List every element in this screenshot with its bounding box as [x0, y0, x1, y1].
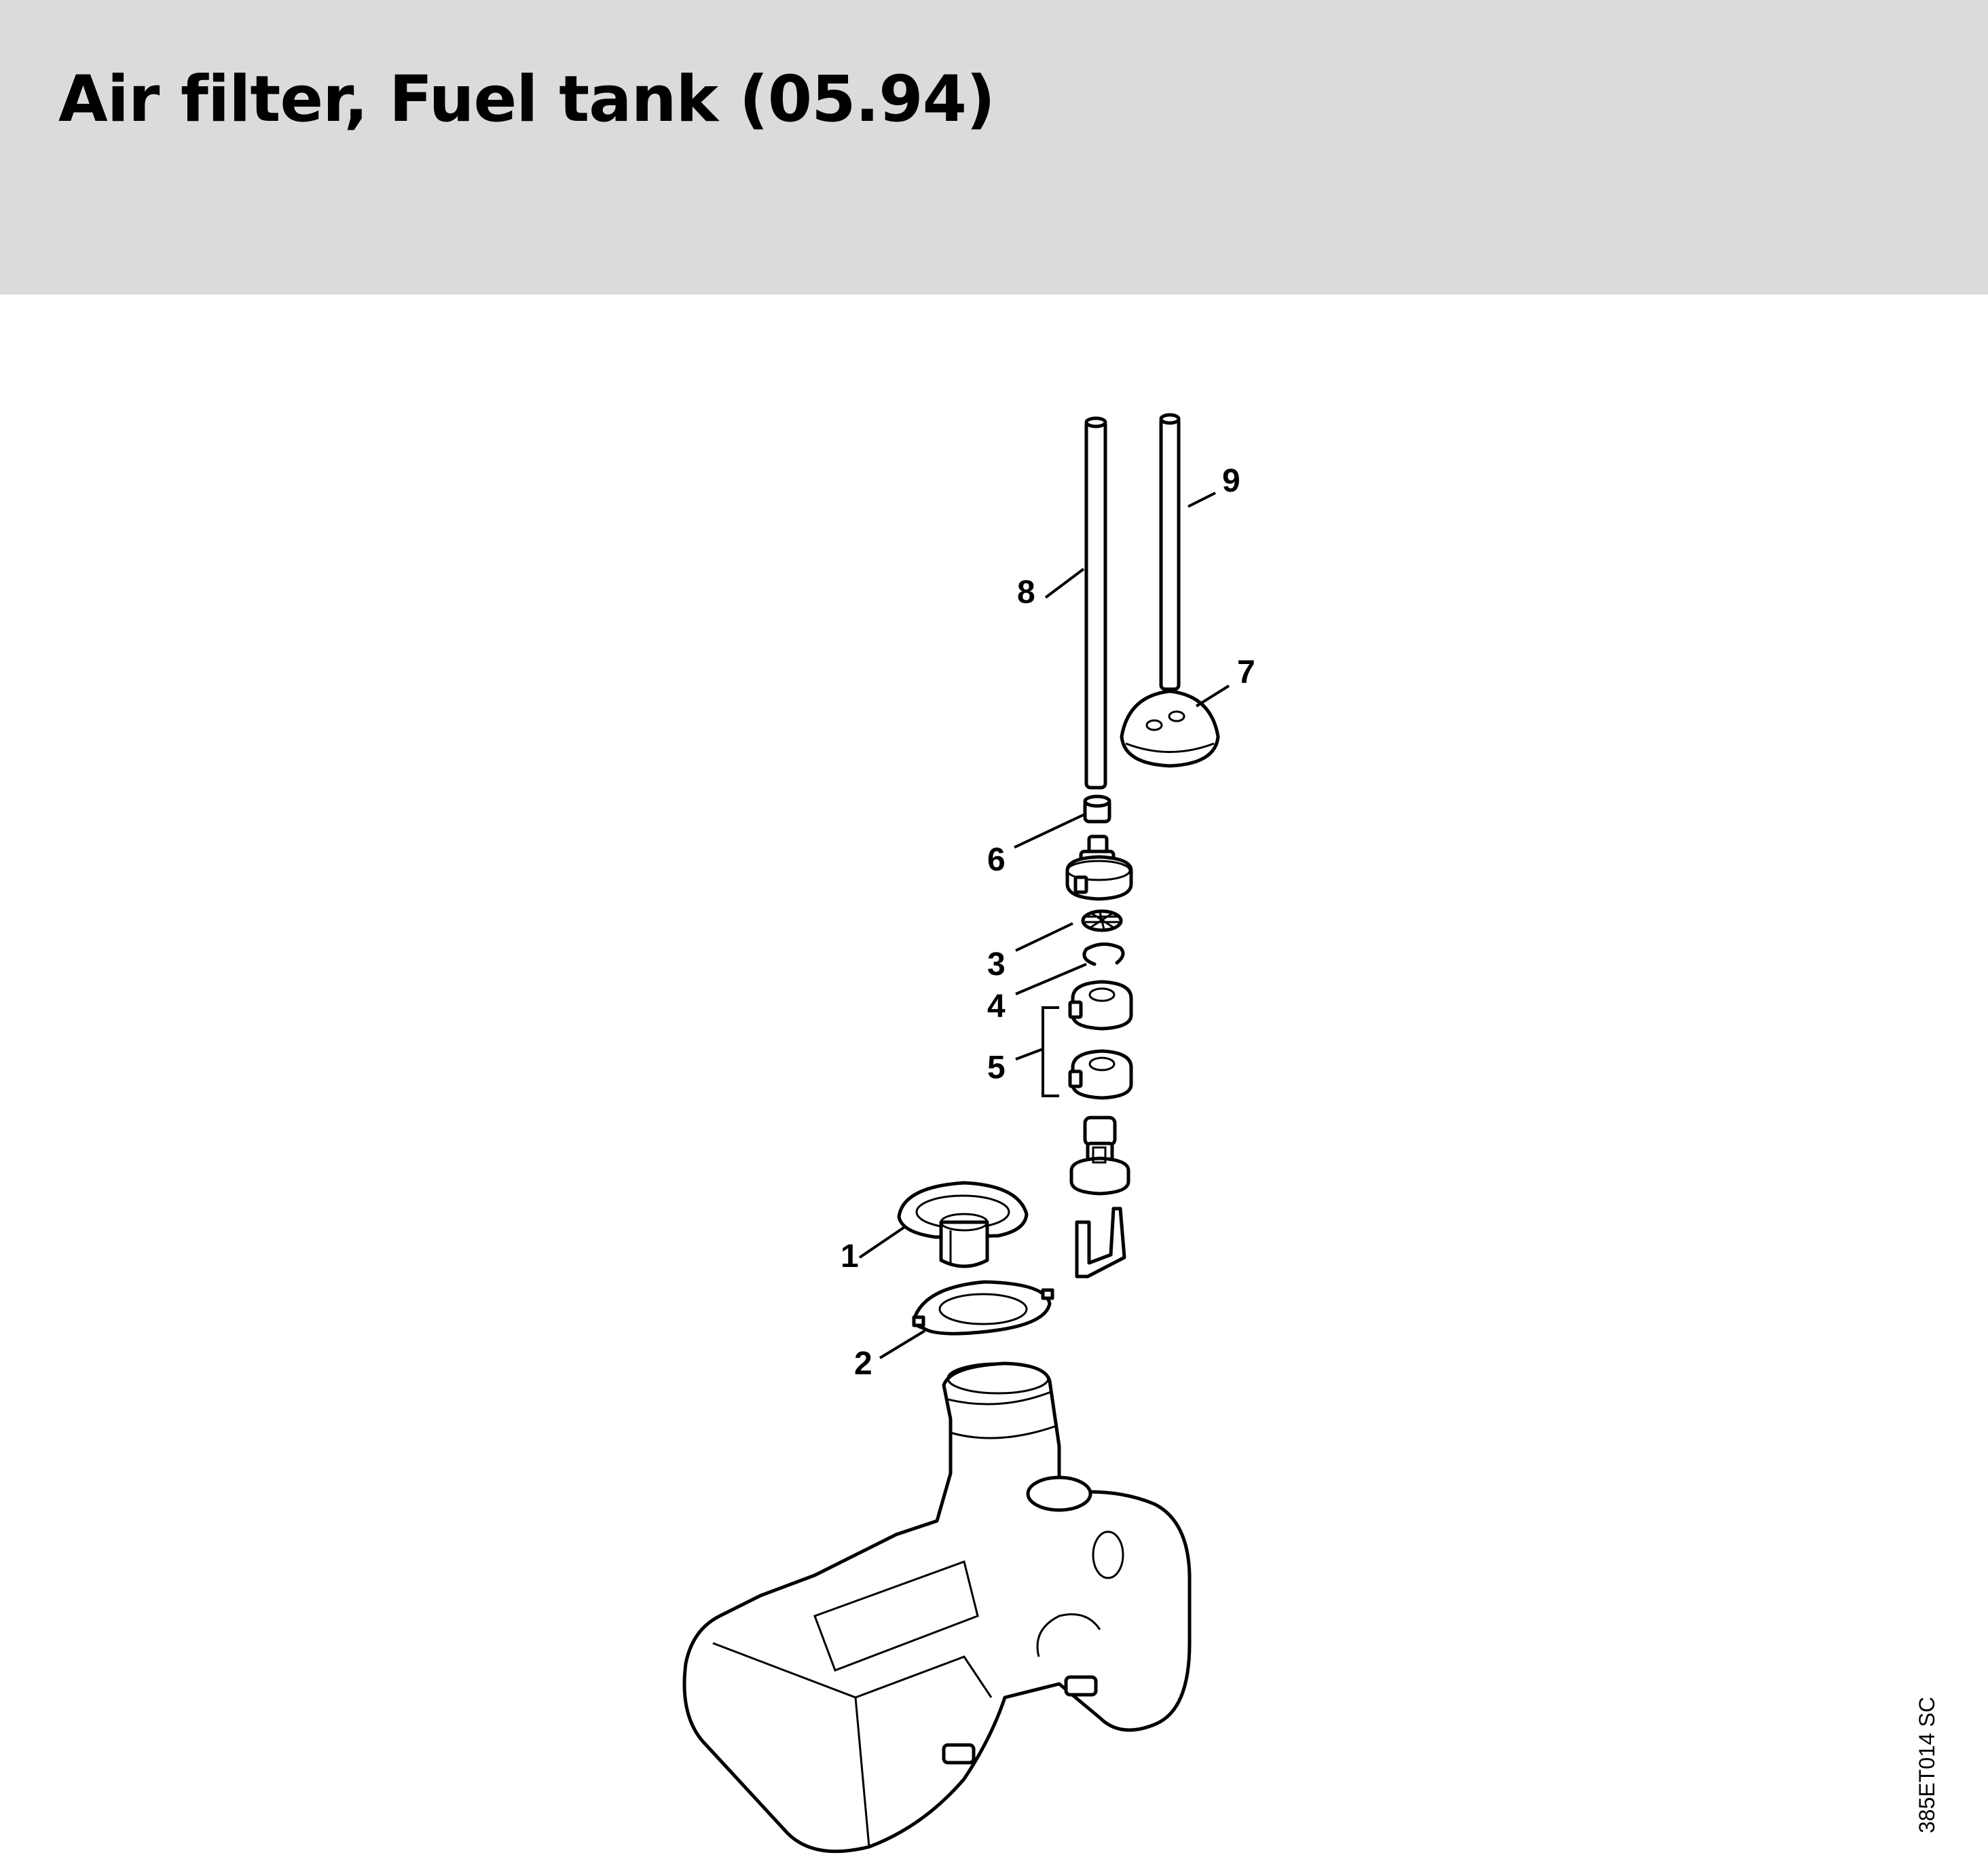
- part-8-hose[interactable]: [1084, 416, 1107, 790]
- callout-5: 5: [987, 1050, 1006, 1086]
- callout-6: 6: [987, 842, 1006, 878]
- callout-8: 8: [1017, 574, 1035, 610]
- pickup-sleeve[interactable]: [1083, 794, 1111, 824]
- valve-body[interactable]: [1069, 1116, 1130, 1196]
- part-5-weight-lower[interactable]: [1068, 1049, 1133, 1100]
- callout-3: 3: [987, 947, 1006, 982]
- callout-4: 4: [987, 989, 1006, 1025]
- page-title: Air filter, Fuel tank (05.94): [58, 62, 995, 136]
- part-3-strainer[interactable]: [1081, 909, 1123, 932]
- part-5-weight-upper[interactable]: [1068, 980, 1133, 1031]
- callout-1: 1: [841, 1238, 859, 1274]
- drawing-code: 385ET014 SC: [1915, 1696, 1939, 1833]
- leader-lines: [858, 492, 1230, 1359]
- part-9-hose[interactable]: [1159, 413, 1181, 691]
- callout-9: 9: [1222, 463, 1240, 499]
- part-6-pickup-body[interactable]: [1065, 834, 1133, 901]
- part-1-filter-socket[interactable]: [897, 1181, 1029, 1268]
- fuel-tank[interactable]: [682, 1361, 1192, 1854]
- part-4-snap-ring[interactable]: [1082, 942, 1125, 966]
- callout-2: 2: [854, 1346, 872, 1382]
- retaining-clip[interactable]: [1075, 1207, 1126, 1279]
- callout-7: 7: [1237, 655, 1255, 691]
- header-bar: Air filter, Fuel tank (05.94): [0, 0, 1988, 295]
- part-7-grommet[interactable]: [1120, 689, 1220, 768]
- part-2-gasket[interactable]: [912, 1280, 1054, 1336]
